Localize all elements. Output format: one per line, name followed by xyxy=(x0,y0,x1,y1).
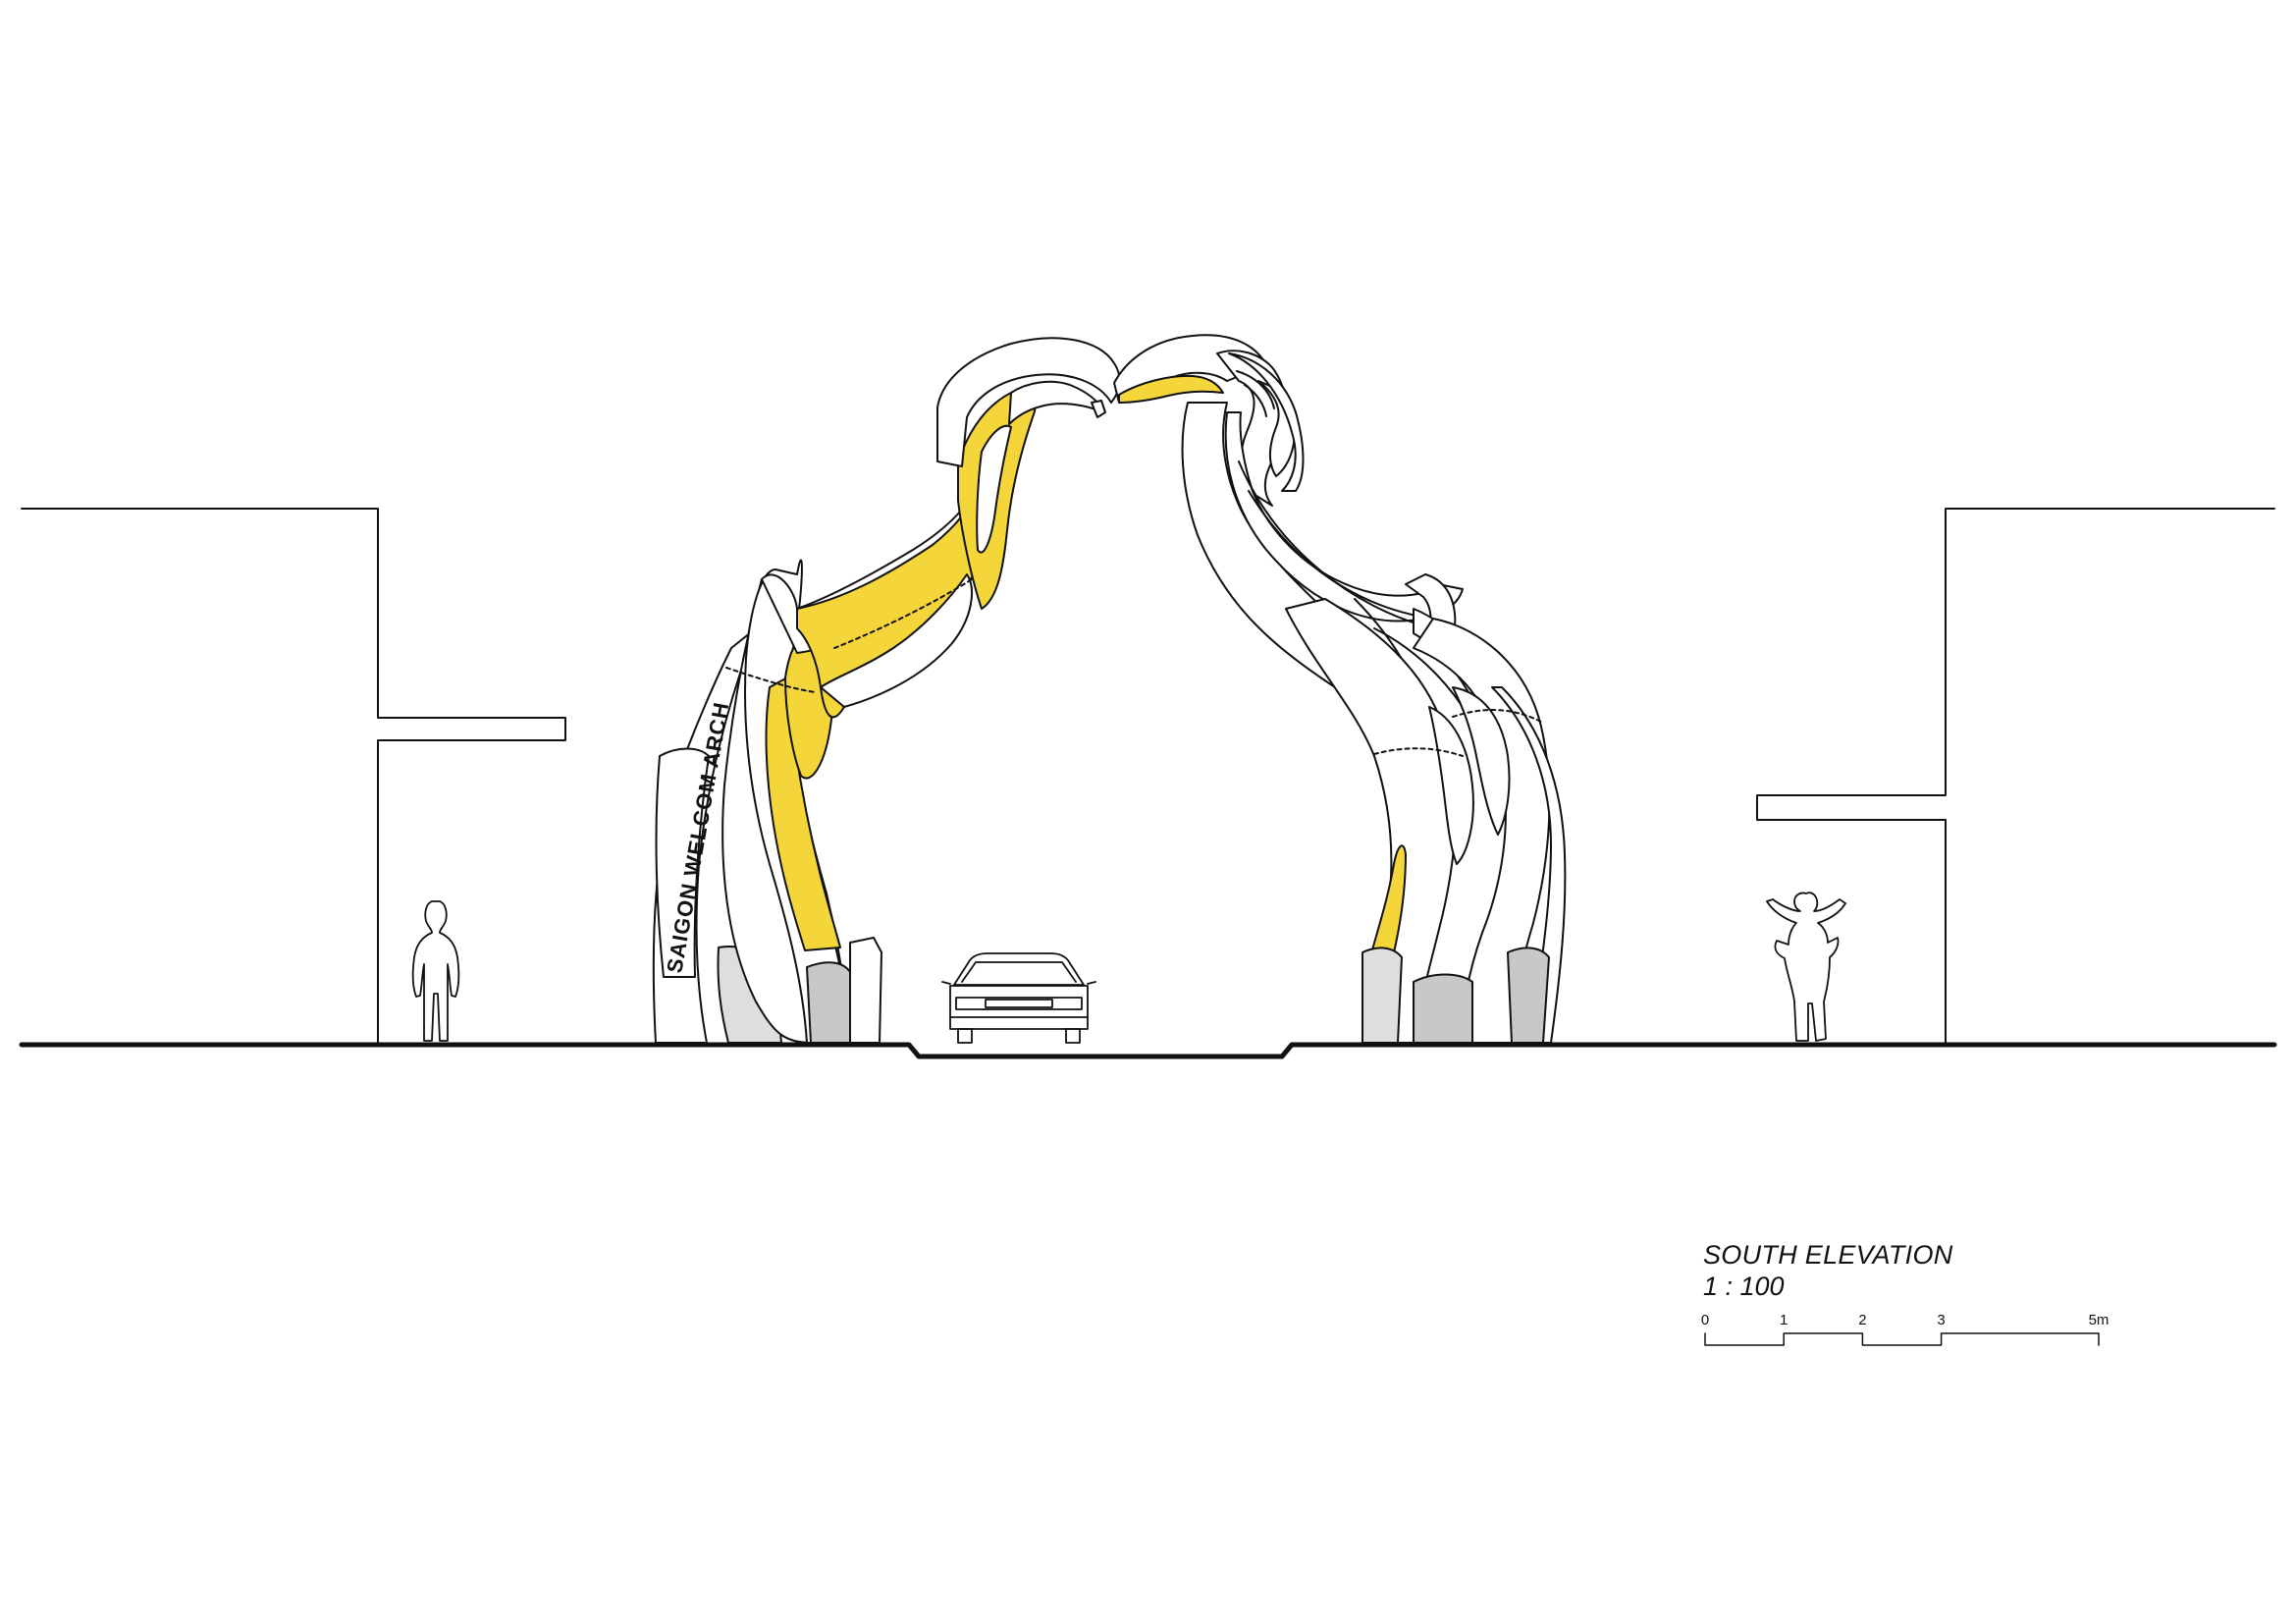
scale-tick-5m: 5m xyxy=(2088,1312,2109,1328)
person-silhouette-left xyxy=(411,900,460,1042)
scale-tick-3: 3 xyxy=(1937,1312,1946,1328)
right-arch-arm xyxy=(1181,402,1512,786)
drawing-scale: 1 : 100 xyxy=(1703,1272,1785,1301)
construction-line-left xyxy=(725,667,816,693)
drawing-title-block: SOUTH ELEVATION 1 : 100 xyxy=(1703,1239,2164,1357)
scale-bar-labels: 0 1 2 3 5m xyxy=(1700,1312,2115,1357)
drawing-title: SOUTH ELEVATION xyxy=(1703,1240,1953,1270)
scale-tick-1: 1 xyxy=(1780,1312,1789,1328)
person-with-child-silhouette xyxy=(1766,892,1846,1042)
car-silhouette xyxy=(941,952,1096,1044)
left-arch-arm xyxy=(761,390,1037,719)
scale-bar xyxy=(1704,1332,2100,1346)
scale-tick-2: 2 xyxy=(1858,1312,1867,1328)
right-arch-leg xyxy=(1285,598,1567,1044)
arch-crown xyxy=(936,334,1305,507)
right-building-outline xyxy=(1756,508,2275,1045)
construction-line-left-2 xyxy=(833,578,973,649)
left-building-outline xyxy=(21,508,566,1045)
scale-tick-0: 0 xyxy=(1700,1312,1710,1328)
ground-line xyxy=(19,1042,2277,1059)
